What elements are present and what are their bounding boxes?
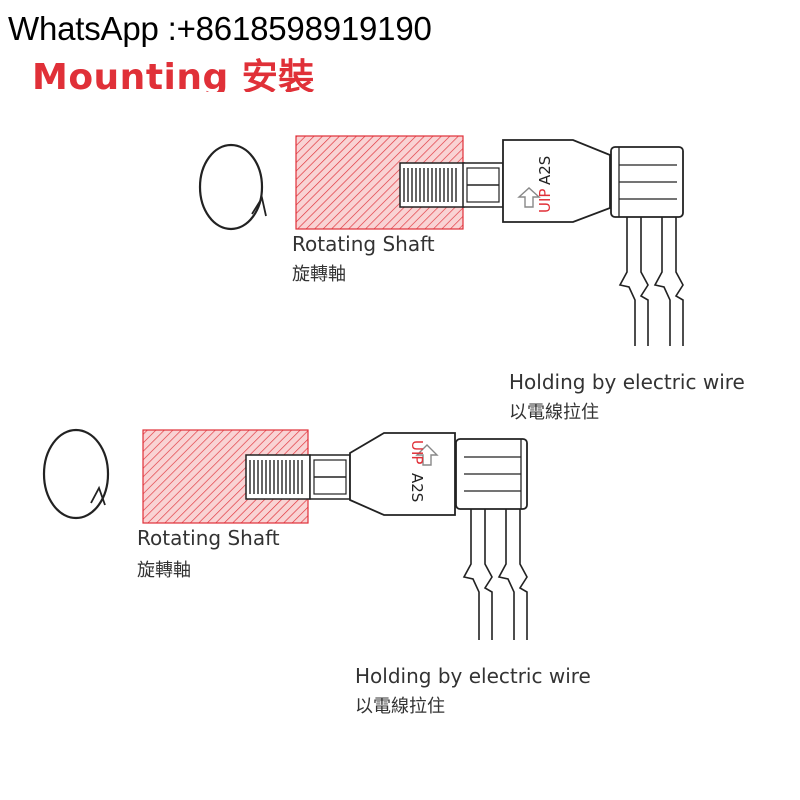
- electric-wires: [618, 217, 684, 346]
- diagram-1: UIP A2S: [198, 135, 684, 346]
- wire-label: Holding by electric wire: [355, 664, 591, 688]
- clockwise-rotation-icon: [198, 143, 267, 231]
- brand-mark: UIP: [536, 189, 554, 213]
- wire-label-zh: 以電線拉住: [509, 402, 599, 423]
- shaft-label: Rotating Shaft: [137, 526, 280, 550]
- strain-relief: [610, 146, 684, 218]
- electric-wires: [462, 509, 528, 640]
- shaft-label-zh: 旋轉軸: [137, 560, 191, 581]
- wire-label-zh: 以電線拉住: [355, 696, 445, 717]
- strain-relief: [455, 438, 528, 510]
- shaft-label-zh: 旋轉軸: [292, 264, 346, 285]
- clockwise-rotation-icon: [42, 428, 110, 520]
- brand-arrow-icon: [415, 444, 439, 466]
- shaft-coupling: [245, 454, 351, 500]
- connector-housing: [349, 432, 456, 516]
- wire-label: Holding by electric wire: [509, 370, 745, 394]
- whatsapp-contact: WhatsApp :+8618598919190: [8, 10, 432, 47]
- brand-mark: UIP: [408, 440, 426, 464]
- shaft-coupling: [399, 162, 504, 208]
- brand-arrow-icon: [517, 187, 541, 208]
- model-label: A2S: [536, 156, 554, 185]
- page-title: Mounting 安裝: [32, 57, 315, 92]
- model-label: A2S: [408, 473, 426, 502]
- connector-housing: [502, 139, 611, 223]
- diagram-2: UIP A2S: [42, 428, 528, 640]
- shaft-label: Rotating Shaft: [292, 232, 435, 256]
